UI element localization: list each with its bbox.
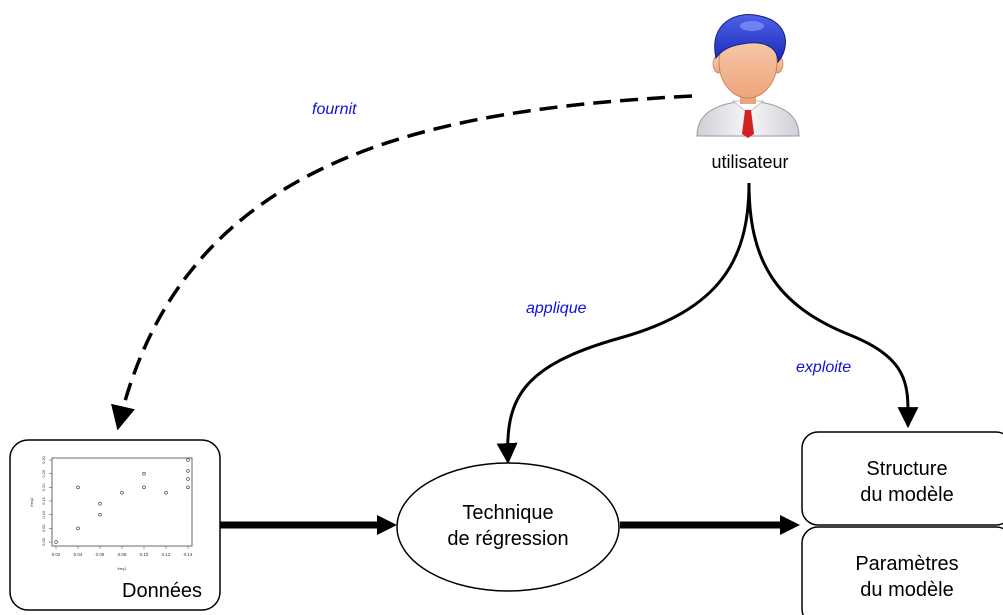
scatter-point	[186, 485, 190, 490]
scatter-ytick-label: 0.30	[41, 455, 46, 464]
user-label: utilisateur	[711, 152, 789, 172]
scatter-point	[120, 491, 124, 495]
scatter-point	[54, 540, 58, 544]
scatter-xtick-label: 0.14	[184, 552, 193, 557]
data-label: Données	[122, 580, 203, 602]
node-technique-ellipse	[396, 462, 620, 592]
node-parameters-box	[801, 526, 1003, 615]
scatter-ylabel: freq2	[29, 497, 34, 507]
scatter-xtick-label: 0.04	[74, 552, 83, 557]
scatter-xtick-label: 0.06	[96, 552, 105, 557]
scatter-xlabel: freq1	[117, 566, 127, 571]
edge-exploits	[747, 182, 919, 429]
scatter-xtick-label: 0.12	[162, 552, 171, 557]
parameters-label-line1: Paramètres	[855, 553, 959, 575]
scatter-point	[186, 469, 190, 473]
scatter-ytick-label: 0.10	[41, 510, 46, 519]
scatter-plot-frame	[51, 457, 193, 547]
scatter-point	[98, 512, 102, 517]
node-structure-box	[801, 431, 1003, 526]
structure-label-line1: Structure	[866, 458, 948, 480]
technique-label: Technique de régression	[418, 500, 598, 552]
user-avatar-icon	[696, 14, 800, 138]
edge-provides-label: fournit	[312, 101, 357, 118]
edge-applies	[496, 182, 751, 465]
parameters-label: Paramètres du modèle	[802, 551, 1003, 603]
scatter-point	[76, 485, 80, 490]
technique-label-line2: de régression	[447, 528, 569, 550]
scatter-ytick-label: 0.15	[41, 496, 46, 505]
scatter-point	[186, 458, 190, 462]
flow-data-to-technique-head	[377, 515, 397, 535]
scatter-point	[142, 485, 146, 490]
scatter-point	[186, 477, 190, 481]
scatter-ytick-label: 0.20	[41, 483, 46, 492]
edge-provides	[111, 94, 693, 431]
scatter-point	[164, 491, 168, 495]
scatter-point	[142, 471, 146, 476]
scatter-ytick-label: 0.25	[41, 469, 46, 478]
flow-technique-to-model-head	[780, 515, 800, 535]
scatter-xtick-label: 0.08	[118, 552, 127, 557]
structure-label: Structure du modèle	[802, 456, 1003, 508]
parameters-label-line2: du modèle	[860, 579, 954, 601]
structure-label-line2: du modèle	[860, 484, 954, 506]
edge-exploits-label: exploite	[796, 359, 852, 376]
scatter-ytick-label: 0.00	[41, 537, 46, 546]
scatter-xtick-label: 0.10	[140, 552, 149, 557]
scatter-point	[98, 502, 102, 506]
scatter-ytick-label: 0.05	[41, 524, 46, 533]
technique-label-line1: Technique	[462, 502, 554, 524]
scatter-thumbnail: 0.02 0.04 0.06 0.08 0.10 0.12 0.14 0.00 0.05 0.1…	[29, 455, 193, 571]
scatter-xtick-label: 0.02	[52, 552, 61, 557]
edge-applies-label: applique	[526, 300, 587, 317]
scatter-point	[76, 526, 80, 531]
